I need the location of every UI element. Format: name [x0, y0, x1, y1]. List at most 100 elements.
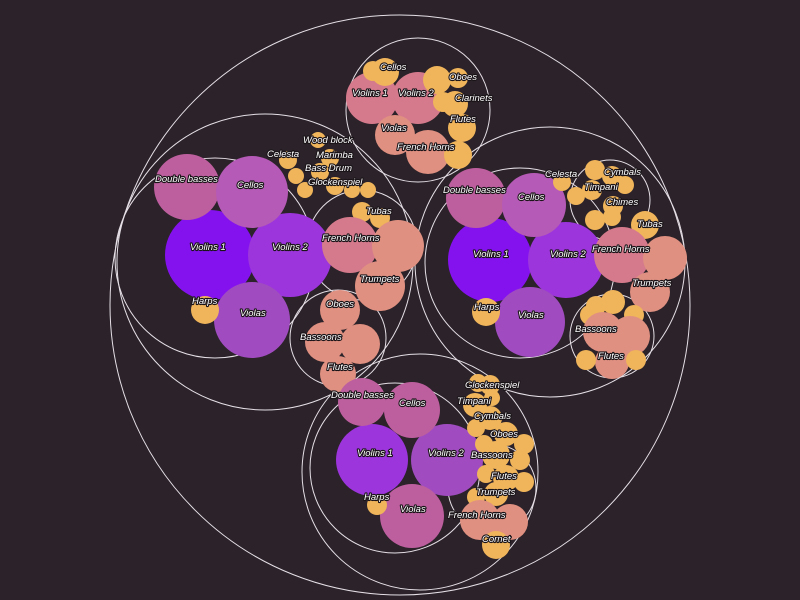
bubble-violins-1[interactable]: [448, 218, 532, 302]
bubble-flute-b[interactable]: [576, 350, 596, 370]
label-harps: Harps: [474, 302, 500, 313]
bubble-tubas[interactable]: [352, 202, 372, 222]
label-double-basses: Double basses: [443, 185, 506, 196]
bubble-perc-b[interactable]: [297, 182, 313, 198]
bubble-trumpets[interactable]: [484, 482, 508, 506]
bubble-oboes[interactable]: [320, 290, 360, 330]
bubble-cym-c[interactable]: [616, 176, 634, 194]
bubble-perc-c[interactable]: [344, 182, 360, 198]
bubble-cello-b[interactable]: [363, 61, 383, 81]
bubble-glockenspiel[interactable]: [326, 177, 344, 195]
bubble-cellos[interactable]: [384, 382, 440, 438]
bubble-clarinet-b[interactable]: [433, 92, 453, 112]
bubble-wood-block[interactable]: [310, 132, 326, 148]
bubble-bassoons[interactable]: [482, 441, 510, 469]
bubble-double-basses[interactable]: [446, 168, 506, 228]
bubble-timp-b[interactable]: [567, 187, 585, 205]
bubble-violas[interactable]: [375, 115, 415, 155]
bubble-timp-b[interactable]: [484, 390, 500, 406]
bubble-cellos[interactable]: [502, 173, 566, 237]
bubble-oboe-b[interactable]: [448, 68, 468, 88]
bubble-violas[interactable]: [495, 287, 565, 357]
bubble-harps[interactable]: [472, 298, 500, 326]
bubble-horn-b[interactable]: [492, 504, 528, 540]
label-cellos: Cellos: [518, 192, 545, 203]
bubble-flute-b[interactable]: [514, 472, 534, 492]
label-trumpets: Trumpets: [632, 278, 672, 289]
bubble-french-horns[interactable]: [322, 217, 378, 273]
bubble-oboes[interactable]: [601, 290, 625, 314]
label-double-basses: Double basses: [155, 174, 218, 185]
label-oboes: Oboes: [326, 299, 354, 310]
bubble-tuba-b[interactable]: [370, 208, 390, 228]
bubble-harps[interactable]: [191, 296, 219, 324]
outer-ring: [109, 14, 691, 596]
bubble-cym-b[interactable]: [585, 160, 605, 180]
bubble-flute-c[interactable]: [626, 350, 646, 370]
bubble-flutes[interactable]: [448, 114, 476, 142]
bubble-celesta[interactable]: [553, 173, 571, 191]
bubble-oboes[interactable]: [423, 66, 451, 94]
bubble-flutes[interactable]: [320, 356, 356, 392]
bubble-oboe-b[interactable]: [514, 434, 534, 454]
bubble-harps[interactable]: [367, 495, 387, 515]
label-trumpets: Trumpets: [476, 487, 516, 498]
bubble-violins-2[interactable]: [248, 213, 332, 297]
bubble-violins-1[interactable]: [336, 424, 408, 496]
bubble-violins-2[interactable]: [411, 424, 483, 496]
bubble-horn-b[interactable]: [444, 141, 472, 169]
bubble-bassoon-b[interactable]: [510, 450, 530, 470]
label-violas: Violas: [240, 308, 266, 319]
bubble-french-horns[interactable]: [460, 500, 500, 540]
label-oboes: Oboes: [490, 429, 518, 440]
bubble-bassoons[interactable]: [305, 322, 345, 362]
bubble-trumpets[interactable]: [355, 261, 405, 311]
bubble-horn-b[interactable]: [643, 236, 687, 280]
bubble-perc-d[interactable]: [360, 182, 376, 198]
label-oboes: Oboes: [449, 72, 477, 83]
label-cellos: Cellos: [380, 62, 407, 73]
bubble-french-horns-b[interactable]: [372, 220, 424, 272]
top-group-ring: [345, 37, 491, 183]
label-celesta: Celesta: [545, 169, 577, 180]
label-flutes: Flutes: [450, 114, 476, 125]
bubble-glock-b[interactable]: [469, 374, 487, 392]
label-bassoons: Bassoons: [471, 450, 513, 461]
bubble-violas[interactable]: [214, 282, 290, 358]
bubble-chime-c[interactable]: [603, 208, 621, 226]
bubble-double-basses[interactable]: [338, 378, 386, 426]
label-clarinets: Clarinets: [455, 93, 493, 104]
bubble-timpani[interactable]: [582, 180, 602, 200]
label-marimba: Marimba: [316, 150, 353, 161]
bubble-cym-b[interactable]: [467, 419, 485, 437]
label-bass-drum: Bass Drum: [305, 163, 352, 174]
label-violas: Violas: [381, 123, 407, 134]
bubble-tubas[interactable]: [631, 211, 659, 239]
bubble-celesta[interactable]: [279, 151, 297, 169]
bubble-chime-b[interactable]: [585, 210, 605, 230]
label-cymbals: Cymbals: [474, 411, 511, 422]
label-violins-2: Violins 2: [398, 88, 434, 99]
bubble-french-horns[interactable]: [406, 130, 450, 174]
bubble-marimba[interactable]: [321, 149, 339, 167]
bubble-violins-1[interactable]: [165, 210, 255, 300]
bubble-bassoons-b[interactable]: [340, 324, 380, 364]
bubble-french-horns[interactable]: [594, 227, 650, 283]
bubble-cellos[interactable]: [216, 156, 288, 228]
bubble-cornet[interactable]: [482, 531, 510, 559]
bubble-bassoons-b[interactable]: [610, 316, 650, 356]
bubble-violas[interactable]: [380, 484, 444, 548]
bubble-violins-2[interactable]: [528, 222, 604, 298]
label-cymbals: Cymbals: [604, 167, 641, 178]
bubble-perc-a[interactable]: [288, 168, 304, 184]
label-french-horns: French Horns: [448, 510, 506, 521]
bubble-flutes[interactable]: [595, 345, 629, 379]
bubble-bass-drum[interactable]: [311, 163, 329, 181]
bubble-double-basses[interactable]: [154, 154, 220, 220]
bubble-oboes[interactable]: [494, 422, 518, 446]
bubble-flute-c[interactable]: [477, 465, 495, 483]
bubble-trumpets[interactable]: [630, 272, 670, 312]
label-timpani: Timpani: [457, 396, 492, 407]
label-violins-2: Violins 2: [550, 249, 586, 260]
